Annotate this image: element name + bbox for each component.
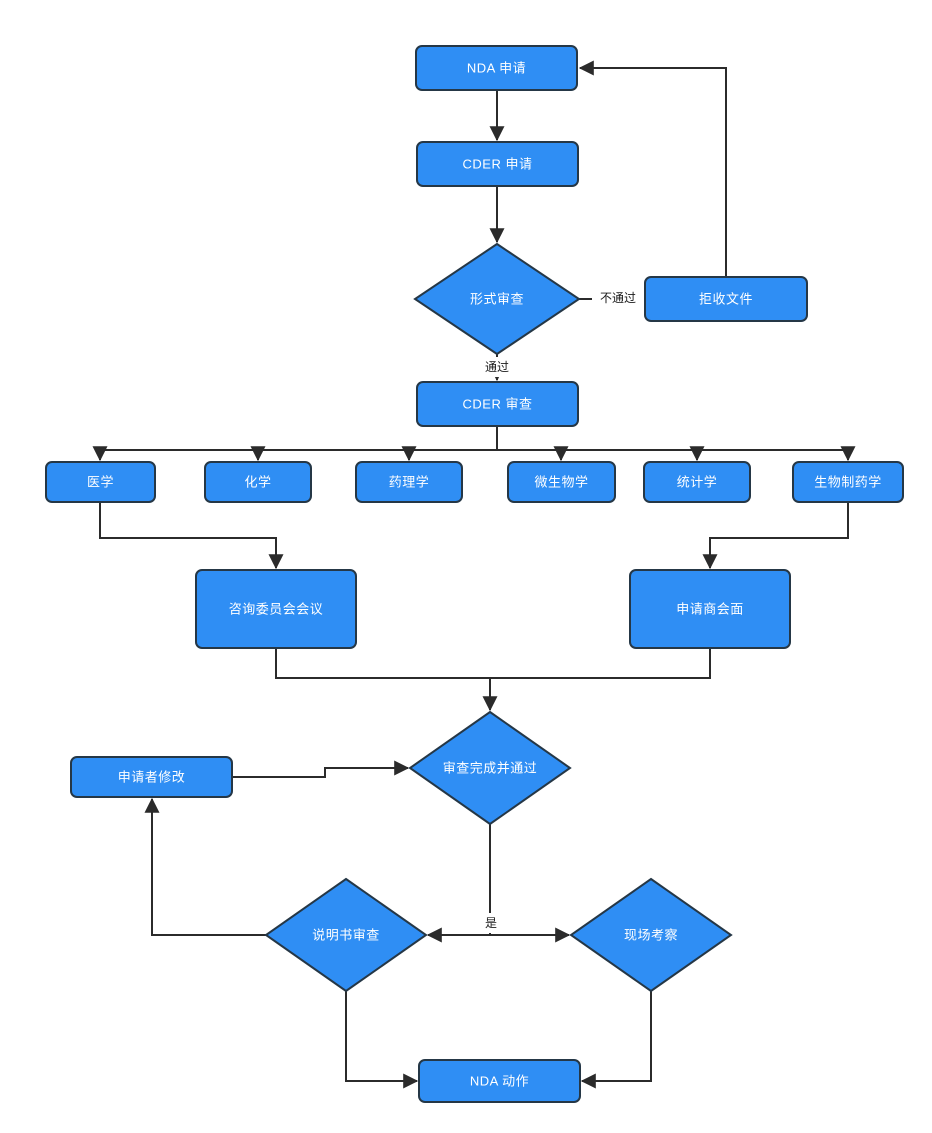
- node-reject-document-shape[interactable]: [644, 276, 808, 322]
- node-microbiology[interactable]: 微生物学: [507, 461, 616, 503]
- node-medicine-shape[interactable]: [45, 461, 156, 503]
- node-review-complete-pass[interactable]: 审查完成并通过: [408, 710, 572, 826]
- edge-medicine-to-advisory-meeting: [99, 502, 284, 570]
- node-form-review[interactable]: 形式审查: [413, 242, 581, 356]
- edge-advisory-meeting-to-review-complete: [275, 648, 490, 679]
- node-pharmacology-shape[interactable]: [355, 461, 463, 503]
- node-advisory-meeting[interactable]: 咨询委员会会议: [195, 569, 357, 649]
- node-statistics[interactable]: 统计学: [643, 461, 751, 503]
- node-review-complete-pass-shape[interactable]: [408, 710, 572, 826]
- node-nda-application-shape[interactable]: [415, 45, 578, 91]
- node-label-review-shape[interactable]: [264, 877, 428, 993]
- edge-label-fail: 不通过: [600, 291, 636, 305]
- node-chemistry[interactable]: 化学: [204, 461, 312, 503]
- edge-cder-review-trunk: [100, 426, 848, 451]
- node-site-inspection[interactable]: 现场考察: [569, 877, 733, 993]
- node-nda-application[interactable]: NDA 申请: [415, 45, 578, 91]
- yes-label-backdrop: [479, 913, 503, 933]
- edge-applicant-revise-to-review-complete: [232, 760, 410, 778]
- node-nda-action-shape[interactable]: [418, 1059, 581, 1103]
- node-chemistry-shape[interactable]: [204, 461, 312, 503]
- node-site-inspection-shape[interactable]: [569, 877, 733, 993]
- edge-applicant-meeting-to-review-complete: [490, 648, 711, 679]
- edge-label-pass: 通过: [485, 360, 509, 374]
- node-cder-application[interactable]: CDER 申请: [416, 141, 579, 187]
- node-advisory-meeting-shape[interactable]: [195, 569, 357, 649]
- node-cder-review-shape[interactable]: [416, 381, 579, 427]
- edge-label-layer: 不通过 通过 是: [476, 288, 644, 933]
- edge-label-review-to-nda-action: [345, 991, 419, 1089]
- node-reject-document[interactable]: 拒收文件: [644, 276, 808, 322]
- pass-label-backdrop: [476, 357, 518, 377]
- edge-label-review-to-applicant-revise: [144, 797, 266, 936]
- node-applicant-meeting[interactable]: 申请商会面: [629, 569, 791, 649]
- edge-label-yes: 是: [485, 916, 497, 930]
- node-cder-application-shape[interactable]: [416, 141, 579, 187]
- node-statistics-shape[interactable]: [643, 461, 751, 503]
- node-form-review-shape[interactable]: [413, 242, 581, 356]
- node-pharmacology[interactable]: 药理学: [355, 461, 463, 503]
- node-label-review[interactable]: 说明书审查: [264, 877, 428, 993]
- edge-layer: [92, 60, 856, 1089]
- node-layer: NDA 申请 CDER 申请 形式审查 拒收文件 CDER 审查: [45, 45, 904, 1103]
- node-applicant-revise[interactable]: 申请者修改: [70, 756, 233, 798]
- node-nda-action[interactable]: NDA 动作: [418, 1059, 581, 1103]
- edge-site-inspection-to-nda-action: [580, 991, 652, 1089]
- node-applicant-revise-shape[interactable]: [70, 756, 233, 798]
- edge-reject-document-to-nda-application: [578, 60, 727, 277]
- node-medicine[interactable]: 医学: [45, 461, 156, 503]
- node-biopharmaceutics-shape[interactable]: [792, 461, 904, 503]
- node-cder-review[interactable]: CDER 审查: [416, 381, 579, 427]
- fail-label-backdrop: [592, 288, 644, 308]
- node-biopharmaceutics[interactable]: 生物制药学: [792, 461, 904, 503]
- edge-biopharmaceutics-to-applicant-meeting: [702, 502, 849, 570]
- node-applicant-meeting-shape[interactable]: [629, 569, 791, 649]
- node-microbiology-shape[interactable]: [507, 461, 616, 503]
